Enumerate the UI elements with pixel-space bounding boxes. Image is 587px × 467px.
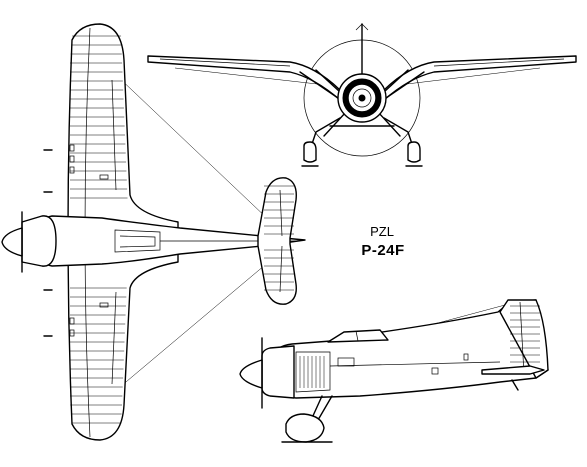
right-wheel-spat <box>407 141 421 163</box>
main-wheel-spat <box>285 413 325 443</box>
vertical-tail <box>499 299 549 379</box>
propeller-spinner-plan <box>1 227 23 257</box>
horizontal-tail-plan <box>257 177 297 305</box>
engine-cowling-plan <box>21 215 57 267</box>
side-view <box>239 299 549 443</box>
cowl-detail <box>299 356 325 388</box>
canopy <box>327 329 389 343</box>
plan-view <box>1 23 306 441</box>
front-view <box>147 23 577 167</box>
manufacturer-label: PZL <box>370 224 394 239</box>
wing-ribs <box>70 35 128 424</box>
tail-ribs <box>264 185 294 291</box>
left-wheel-spat <box>303 141 317 163</box>
propeller-spinner-side <box>239 359 263 389</box>
engine-cowling-side <box>261 345 295 399</box>
model-designation: P-24F <box>361 242 405 259</box>
